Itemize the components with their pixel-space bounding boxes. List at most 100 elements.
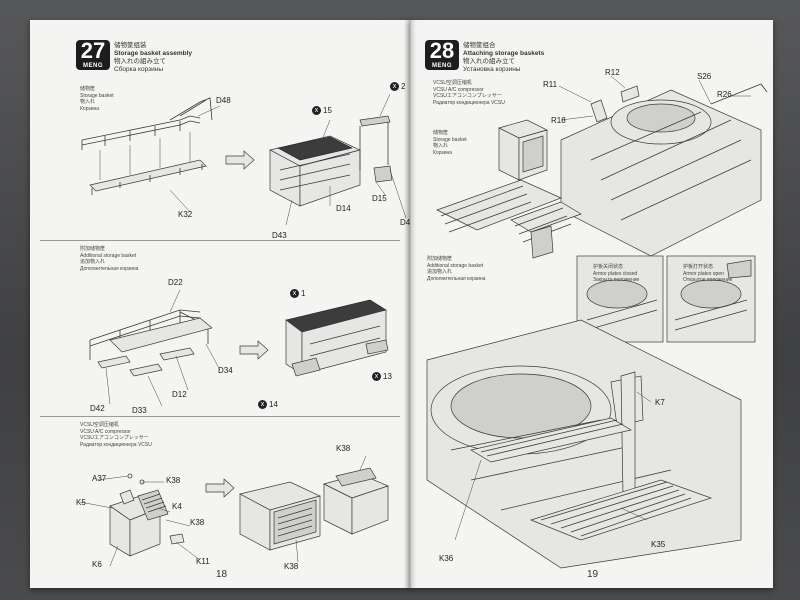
page-number: 18	[216, 569, 228, 580]
part-label-d33: D33	[132, 406, 147, 415]
turret-assembly-diagram	[426, 75, 768, 569]
caption-en: Additional storage basket	[427, 262, 484, 269]
armor-open-caption: 护板打开状态 Armor plates open Открытое положе…	[683, 264, 732, 284]
panel1-caption: 储物筐 Storage basket 物入れ Корзина	[80, 86, 114, 112]
step-title-cn: 储物筐组合	[463, 42, 496, 49]
panel3-leader-lines	[79, 455, 367, 566]
part-label-k38: K38	[166, 476, 181, 485]
caption-en: Additional storage basket	[80, 252, 137, 259]
caption-jp: 物入れ	[433, 143, 449, 149]
quantity-count: 15	[323, 106, 332, 115]
part-label-d34: D34	[218, 366, 233, 375]
part-label-d22: D22	[168, 278, 183, 287]
quantity-count: 2	[401, 82, 406, 91]
caption-cn: VCSU空调压缩机	[80, 422, 119, 428]
caption-ru: Закрыто положение	[593, 277, 640, 283]
page-number: 19	[587, 569, 599, 580]
caption-cn: VCSU空调压缩机	[433, 80, 472, 86]
assembly-arrow	[225, 150, 255, 170]
caption-cn: 储物筐	[80, 86, 96, 92]
part-label-k4: K4	[172, 502, 182, 511]
part-label-r26: R26	[717, 90, 732, 99]
step-title: 储物筐组合 Attaching storage baskets 物入れの組み立て…	[463, 42, 544, 74]
part-label-d43: D43	[272, 231, 287, 240]
panel2-leader-lines	[105, 289, 221, 407]
multiply-icon: x	[372, 372, 381, 382]
additional-basket-parts	[89, 309, 213, 377]
part-label-k5: K5	[76, 498, 86, 507]
caption-cn: 储物筐	[433, 130, 449, 136]
turret-upper-view	[560, 83, 768, 257]
panel3-caption: VCSU空调压缩机 VCSU A/C compressor VCSUエアコンコン…	[80, 422, 152, 448]
step-title-ru: Установка корзины	[463, 66, 521, 73]
panel2-caption: 附加储物筐 Additional storage basket 追加物入れ До…	[80, 246, 138, 272]
part-label-d12: D12	[172, 390, 187, 399]
step-number: 28	[429, 38, 455, 63]
basket-rail-parts	[81, 97, 213, 195]
quantity-count: 1	[301, 289, 306, 298]
caption-en: VCSU A/C compressor	[433, 86, 484, 93]
step-number-badge: 28 MENG	[425, 40, 459, 70]
instruction-page-right: 28 MENG 储物筐组合 Attaching storage baskets …	[410, 20, 773, 588]
multiply-icon: x	[258, 400, 267, 410]
step-number: 27	[80, 38, 106, 63]
assembly-arrow	[205, 478, 235, 498]
storage-basket-on-turret	[436, 179, 582, 259]
step-title-jp: 物入れの組み立て	[463, 58, 515, 65]
assembled-compressor	[239, 467, 389, 551]
part-label-s26: S26	[697, 72, 712, 81]
step-title-en: Attaching storage baskets	[463, 50, 545, 57]
caption-ru: Корзина	[433, 149, 453, 156]
part-label-k32: K32	[178, 210, 193, 219]
part-label-d15: D15	[372, 194, 387, 203]
storage-basket-diagram	[81, 93, 407, 226]
part-label-k6: K6	[92, 560, 102, 569]
step-number-badge: 27 MENG	[76, 40, 110, 70]
armor-plates-open-inset	[666, 255, 756, 343]
caption-ru: Открытое положение	[683, 277, 733, 283]
caption-ru: Дополнительная корзина	[80, 265, 139, 272]
part-label-k38: K38	[336, 444, 351, 453]
part-label-k11: K11	[196, 557, 210, 566]
part-label-k35: K35	[651, 540, 666, 549]
assembly-arrow	[239, 340, 269, 360]
caption-jp: 追加物入れ	[80, 259, 106, 265]
caption-en: Armor plates open	[683, 270, 724, 277]
assembled-additional-basket	[285, 299, 389, 377]
panel-divider	[40, 240, 400, 241]
caption-en: Storage basket	[80, 92, 114, 99]
assembled-basket	[269, 115, 393, 207]
caption-en: Armor plates closed	[593, 270, 638, 277]
multiply-icon: x	[312, 106, 321, 116]
part-label-d14: D14	[336, 204, 351, 213]
caption-jp: VCSUエアコンコンプレッサー	[433, 93, 502, 99]
caption-jp: 物入れ	[80, 99, 96, 105]
caption-ru: Корзина	[80, 105, 100, 112]
part-label-r12: R12	[605, 68, 620, 77]
panel1-leader-lines	[169, 93, 407, 226]
additional-basket-diagram	[89, 289, 389, 407]
caption-cn: 护板关闭状态	[593, 264, 624, 270]
caption-jp: 追加物入れ	[427, 269, 453, 275]
part-label-a37: A37	[92, 474, 107, 483]
caption-ru: Радиатор кондиционера VCSU	[433, 99, 505, 106]
part-label-k36: K36	[439, 554, 454, 563]
compressor-caption: VCSU空调压缩机 VCSU A/C compressor VCSUエアコンコン…	[433, 80, 505, 106]
step-title-en: Storage basket assembly	[114, 50, 193, 57]
caption-cn: 附加储物筐	[80, 246, 106, 252]
part-label-k7: K7	[655, 398, 665, 407]
part-label-d44: D44	[400, 218, 411, 227]
step-title: 储物筐组装 Storage basket assembly 物入れの組み立て С…	[114, 42, 192, 74]
multiply-icon: x	[390, 82, 399, 92]
compressor-parts	[109, 473, 185, 557]
basket-caption: 储物筐 Storage basket 物入れ Корзина	[433, 130, 467, 156]
caption-en: VCSU A/C compressor	[80, 428, 131, 435]
step-title-jp: 物入れの組み立て	[114, 58, 166, 65]
caption-cn: 护板打开状态	[683, 264, 714, 270]
part-label-d42: D42	[90, 404, 105, 413]
brand-logo: MENG	[432, 63, 452, 69]
